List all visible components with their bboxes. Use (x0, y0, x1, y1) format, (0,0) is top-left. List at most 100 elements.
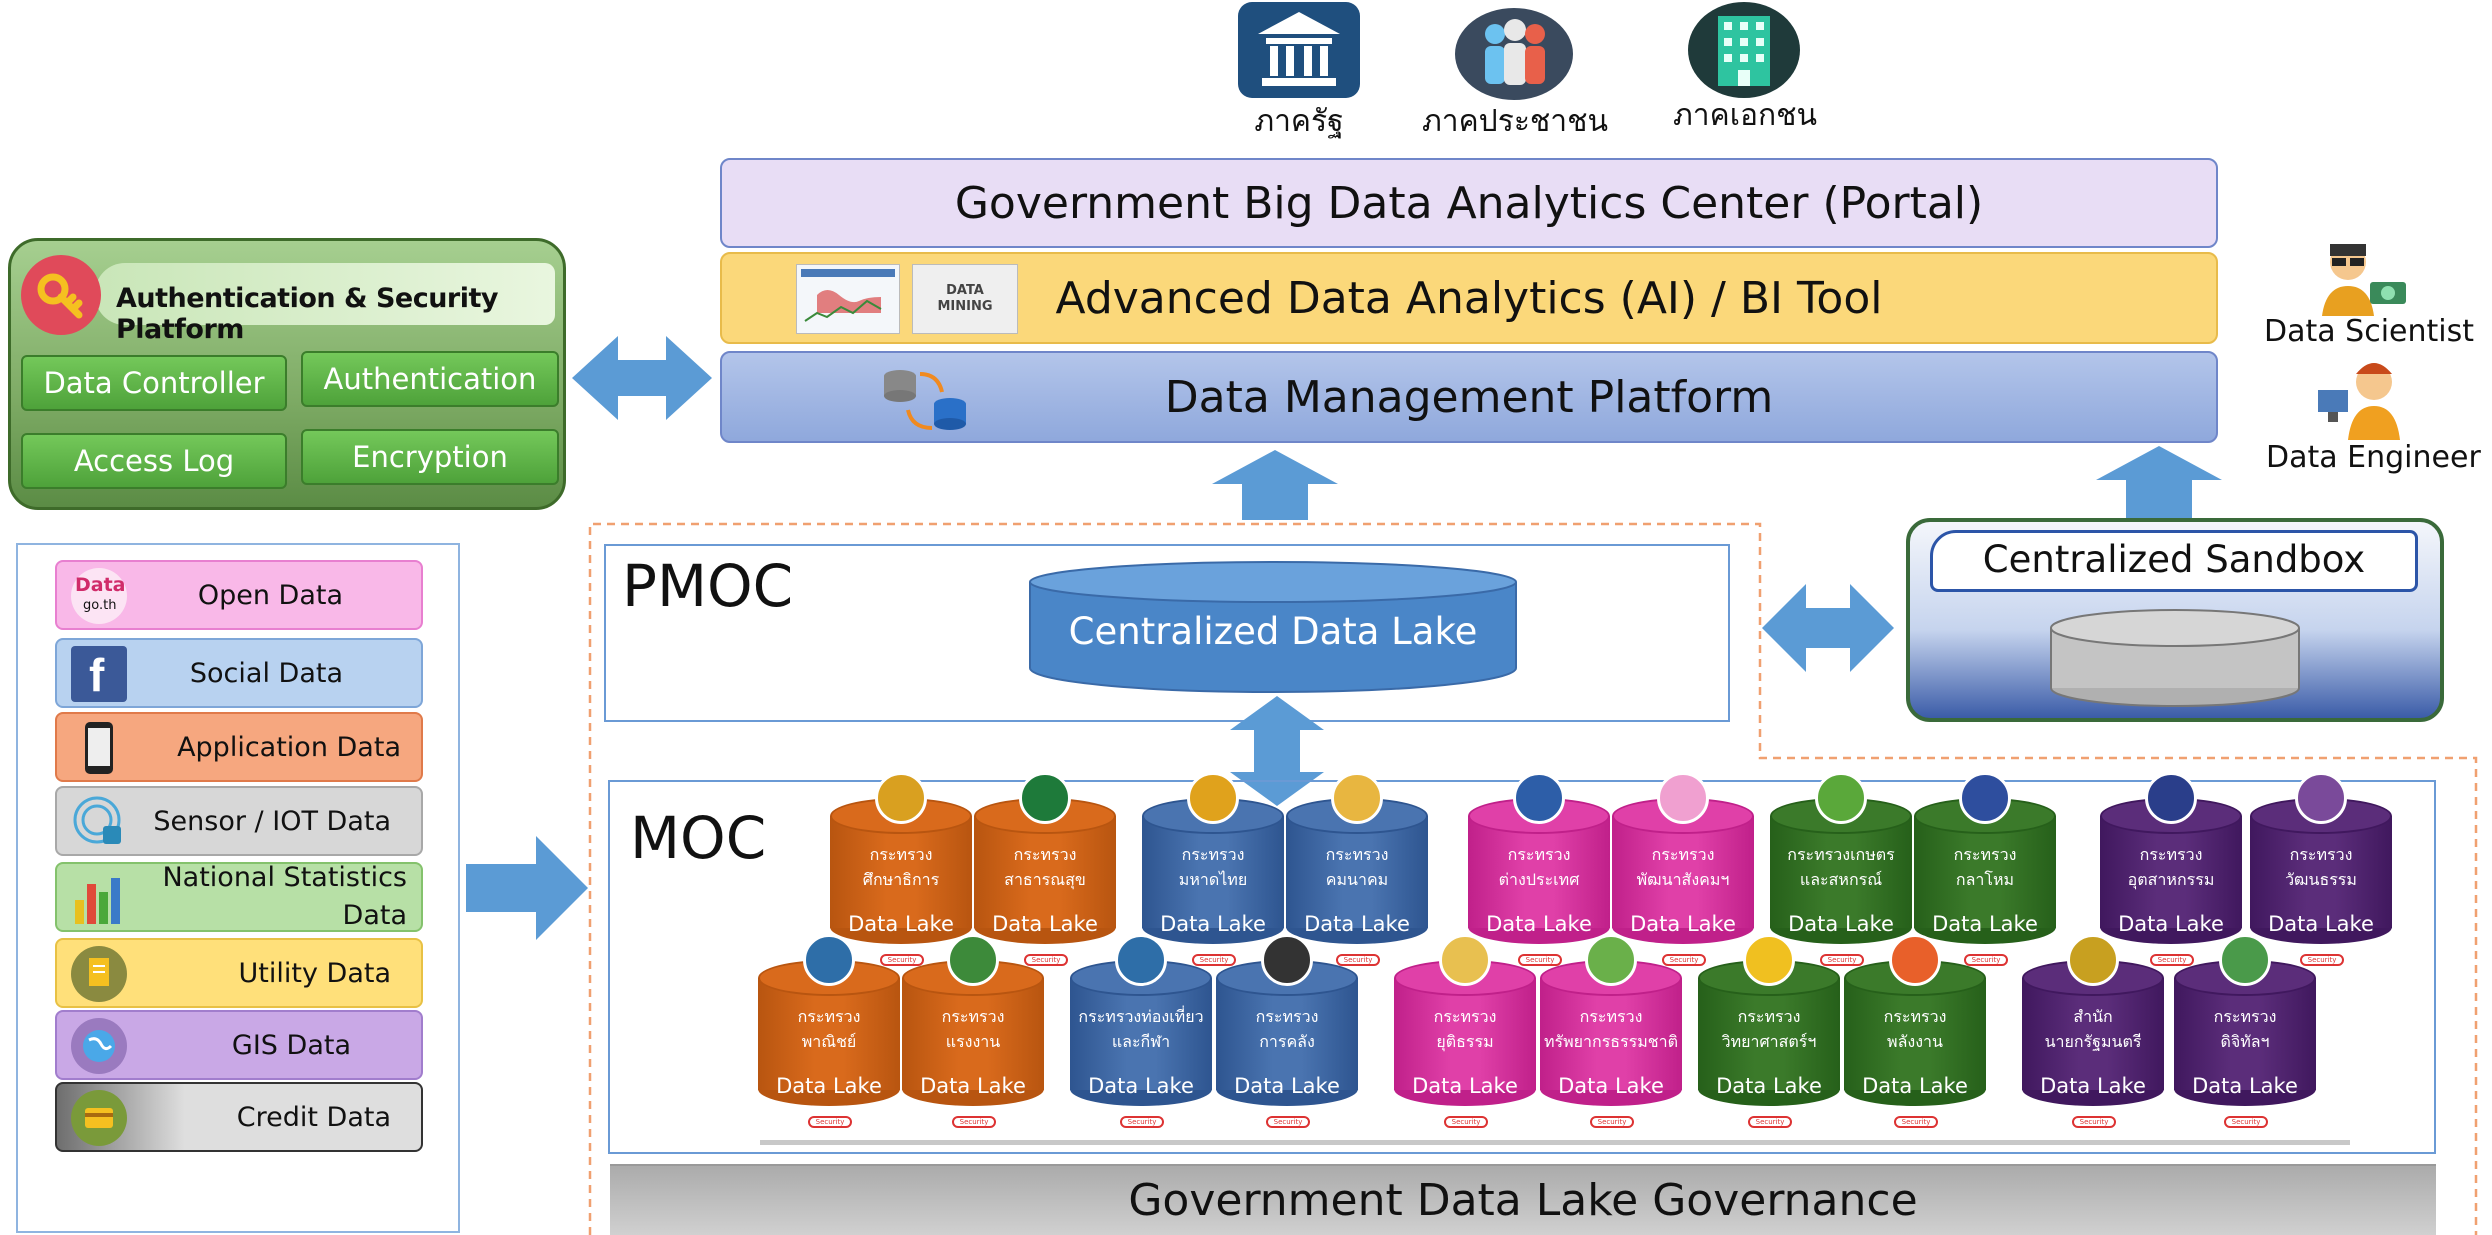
data-lake-label: Data Lake (1486, 912, 1592, 936)
ministry-seal-icon (2067, 934, 2119, 986)
centralized-data-lake: Centralized Data Lake (1028, 560, 1518, 694)
security-lock-badge: Security (2224, 1116, 2268, 1128)
ministry-seal-icon (1513, 772, 1565, 824)
ministry-seal-icon (803, 934, 855, 986)
ministry-name-line: กระทรวง (1737, 1007, 1801, 1026)
ministry-seal-icon (1261, 934, 1313, 986)
source-gis-data[interactable]: GIS Data (55, 1010, 423, 1080)
ministry-name-line: กระทรวง (1433, 1007, 1497, 1026)
data-lake-label: Data Lake (1234, 1074, 1340, 1098)
portal-layer: Government Big Data Analytics Center (Po… (720, 158, 2218, 248)
ministry-name-line: วิทยาศาสตร์ฯ (1721, 1032, 1817, 1051)
data-lake-label: Data Lake (1088, 1074, 1194, 1098)
ministry-name-line: กระทรวง (941, 1007, 1005, 1026)
sandbox-title: Centralized Sandbox (1982, 538, 2366, 581)
data-controller-button[interactable]: Data Controller (21, 355, 287, 411)
ministry-seal-icon (2145, 772, 2197, 824)
ministry-name-line: กระทรวง (1181, 845, 1245, 864)
ministry-name-line: ยุติธรรม (1436, 1032, 1494, 1051)
data-lake-label: Data Lake (1716, 1074, 1822, 1098)
ministry-name-line: มหาดไทย (1178, 870, 1248, 889)
source-label: Sensor / IOT Data (153, 805, 391, 837)
source-sensor-iot-data[interactable]: Sensor / IOT Data (55, 786, 423, 856)
source-label: Social Data (189, 657, 343, 689)
source-utility-data[interactable]: Utility Data (55, 938, 423, 1008)
source-national-statistics-data[interactable]: National Statistics Data (55, 862, 423, 932)
authentication-button[interactable]: Authentication (301, 351, 559, 407)
source-social-data[interactable]: f Social Data (55, 638, 423, 708)
ministry-seal-icon (1331, 772, 1383, 824)
ministry-name-line: คมนาคม (1325, 870, 1389, 889)
ministry-name-line: กระทรวง (2139, 845, 2203, 864)
security-lock-badge: Security (2150, 954, 2194, 966)
data-lake-label: Data Lake (1932, 912, 2038, 936)
ministry-name-line: ศึกษาธิการ (862, 870, 940, 889)
source-credit-data[interactable]: Credit Data (55, 1082, 423, 1152)
analytics-title: Advanced Data Analytics (AI) / BI Tool (1055, 272, 1883, 324)
people-icon (1455, 8, 1573, 100)
sensor-icon (71, 794, 127, 850)
globe-icon (71, 1018, 127, 1074)
moc-title: MOC (630, 804, 767, 872)
data-lake-label: Data Lake (2040, 1074, 2146, 1098)
smartphone-icon (71, 720, 127, 776)
ministry-seal-icon (1187, 772, 1239, 824)
facebook-icon: f (71, 646, 127, 702)
security-lock-badge: Security (1444, 1116, 1488, 1128)
centralized-sandbox-panel: Centralized Sandbox (1906, 518, 2444, 722)
ministry-seal-icon (1585, 934, 1637, 986)
encryption-button[interactable]: Encryption (301, 429, 559, 485)
security-lock-badge: Security (1748, 1116, 1792, 1128)
data-lake-label: Data Lake (920, 1074, 1026, 1098)
public-sector-label: ภาคประชาชน (1421, 104, 1609, 139)
ministry-name-line: กระทรวง (2213, 1007, 2277, 1026)
source-label: Open Data (197, 579, 343, 611)
pmoc-moc-double-arrow (1230, 696, 1324, 806)
security-lock-badge: Security (1518, 954, 1562, 966)
ministry-name-line: กระทรวง (1883, 1007, 1947, 1026)
ministry-name-line: พลังงาน (1887, 1032, 1943, 1051)
data-lake-label: Data Lake (776, 1074, 882, 1098)
ministry-name-line: ต่างประเทศ (1498, 870, 1580, 889)
security-lock-badge: Security (1192, 954, 1236, 966)
ministry-name-line: กระทรวง (1325, 845, 1389, 864)
auth-platform-double-arrow (572, 336, 712, 420)
data-scientist-icon (2308, 236, 2412, 316)
data-lake-label: Data Lake (2268, 912, 2374, 936)
ministry-name-line: สาธารณสุข (1004, 870, 1086, 889)
data-lake-label: Data Lake (1862, 1074, 1968, 1098)
source-application-data[interactable]: Application Data (55, 712, 423, 782)
data-sources-panel (16, 543, 460, 1233)
auth-title: Authentication & Security Platform (116, 283, 499, 345)
security-lock-badge: Security (1266, 1116, 1310, 1128)
database-sync-icon (876, 364, 978, 436)
ministry-seal-icon (1815, 772, 1867, 824)
access-log-button[interactable]: Access Log (21, 433, 287, 489)
sandbox-to-platform-arrow (2096, 446, 2222, 518)
auth-title-banner (95, 263, 555, 325)
key-icon (21, 255, 101, 335)
management-layer: Data Management Platform (720, 351, 2218, 443)
